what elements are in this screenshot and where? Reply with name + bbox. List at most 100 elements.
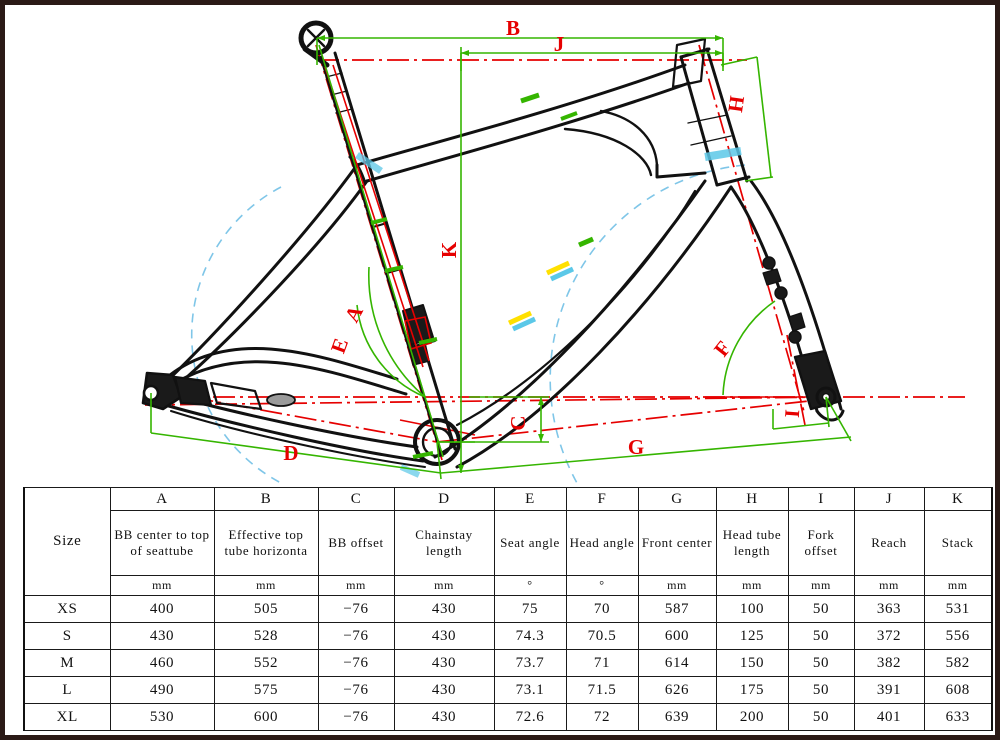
frame-drawing-svg: B J K A E F C G D H I [141,16,965,483]
header-letter-D: D [393,487,495,511]
header-name-D: Chainstay length [393,510,495,576]
header-name-A: BB center to top of seattube [109,510,215,576]
row-size: XS [23,595,111,623]
header-name-F: Head angle [565,510,639,576]
header-name-H: Head tube length [715,510,789,576]
header-letter-G: G [637,487,717,511]
frame-outline [141,20,845,469]
row-size: L [23,676,111,704]
frame-geometry-diagram: B J K A E F C G D H I [5,5,995,483]
cell-D: 430 [393,676,495,704]
cell-D: 430 [393,595,495,623]
row-size: M [23,649,111,677]
cell-F: 70.5 [565,622,639,650]
cell-B: 600 [213,703,319,731]
cell-I: 50 [787,703,855,731]
header-letter-B: B [213,487,319,511]
cell-F: 72 [565,703,639,731]
dimension-ticks [317,35,723,473]
cell-H: 100 [715,595,789,623]
callout-I: I [780,409,805,419]
frame-color-accents [355,92,742,478]
cell-F: 71.5 [565,676,639,704]
dim-H-line [756,56,772,178]
cell-J: 382 [853,649,925,677]
header-letter-C: C [317,487,395,511]
unit-B: mm [213,575,319,596]
unit-G: mm [637,575,717,596]
cell-A: 460 [109,649,215,677]
table-row: XL 530 600 −76 430 72.6 72 639 200 50 40… [23,703,993,731]
callout-G: G [628,435,644,459]
cell-D: 430 [393,622,495,650]
cell-K: 582 [923,649,993,677]
cell-G: 639 [637,703,717,731]
header-name-C: BB offset [317,510,395,576]
cell-C: −76 [317,595,395,623]
unit-D: mm [393,575,495,596]
dim-G-line [440,436,852,474]
dim-F-arc [722,300,776,396]
callout-A: A [340,301,369,326]
callout-F: F [709,336,736,361]
cell-G: 614 [637,649,717,677]
cell-B: 505 [213,595,319,623]
cell-F: 70 [565,595,639,623]
table-row-letters: Size A B C D E F G H I J K [23,487,993,596]
cell-B: 575 [213,676,319,704]
callout-D: D [283,441,298,465]
cell-K: 531 [923,595,993,623]
header-letter-H: H [715,487,789,511]
unit-A: mm [109,575,215,596]
cell-D: 430 [393,649,495,677]
unit-H: mm [715,575,789,596]
cell-C: −76 [317,649,395,677]
cell-G: 587 [637,595,717,623]
table-row: M 460 552 −76 430 73.7 71 614 150 50 382… [23,649,993,677]
callout-B: B [506,16,520,40]
callout-J: J [554,32,565,56]
dim-A-line [318,44,444,458]
cell-G: 600 [637,622,717,650]
row-size: XL [23,703,111,731]
dim-D-ext-right [436,441,442,480]
cell-J: 363 [853,595,925,623]
cell-E: 74.3 [493,622,567,650]
callout-K: K [437,241,461,258]
header-letter-E: E [493,487,567,511]
cell-I: 50 [787,649,855,677]
geometry-table-container: Size A B C D E F G H I J K BB center to … [23,487,993,731]
cell-J: 401 [853,703,925,731]
header-name-K: Stack [923,510,993,576]
geometry-table: Size A B C D E F G H I J K BB center to … [23,487,993,731]
cell-F: 71 [565,649,639,677]
wheel-arcs [190,164,746,483]
dimension-lines [150,37,852,480]
table-row-units: mm mm mm mm ° ° mm mm mm mm mm [24,575,993,596]
cell-D: 430 [393,703,495,731]
unit-E: ° [493,575,567,596]
table-row: L 490 575 −76 430 73.1 71.5 626 175 50 3… [23,676,993,704]
cell-A: 490 [109,676,215,704]
cell-J: 391 [853,676,925,704]
rear-wheel-arc [190,186,437,483]
centerline-front-center [436,398,828,443]
cell-E: 72.6 [493,703,567,731]
cell-H: 150 [715,649,789,677]
dim-H-ext-top [720,56,758,66]
cell-E: 75 [493,595,567,623]
header-size: Size [23,487,111,596]
table-row-names: BB center to top of seattube Effective t… [24,510,993,576]
front-wheel-arc [549,164,746,483]
table-row: XS 400 505 −76 430 75 70 587 100 50 363 … [23,595,993,623]
cell-B: 528 [213,622,319,650]
dim-D-line [150,432,442,474]
centerline-fork-blade-axis [786,334,806,426]
unit-C: mm [317,575,395,596]
header-name-J: Reach [853,510,925,576]
unit-I: mm [787,575,855,596]
dim-G-ext-right [825,396,852,442]
dim-I-ext-right [825,396,830,428]
cell-G: 626 [637,676,717,704]
centerline-headtube [698,44,806,416]
